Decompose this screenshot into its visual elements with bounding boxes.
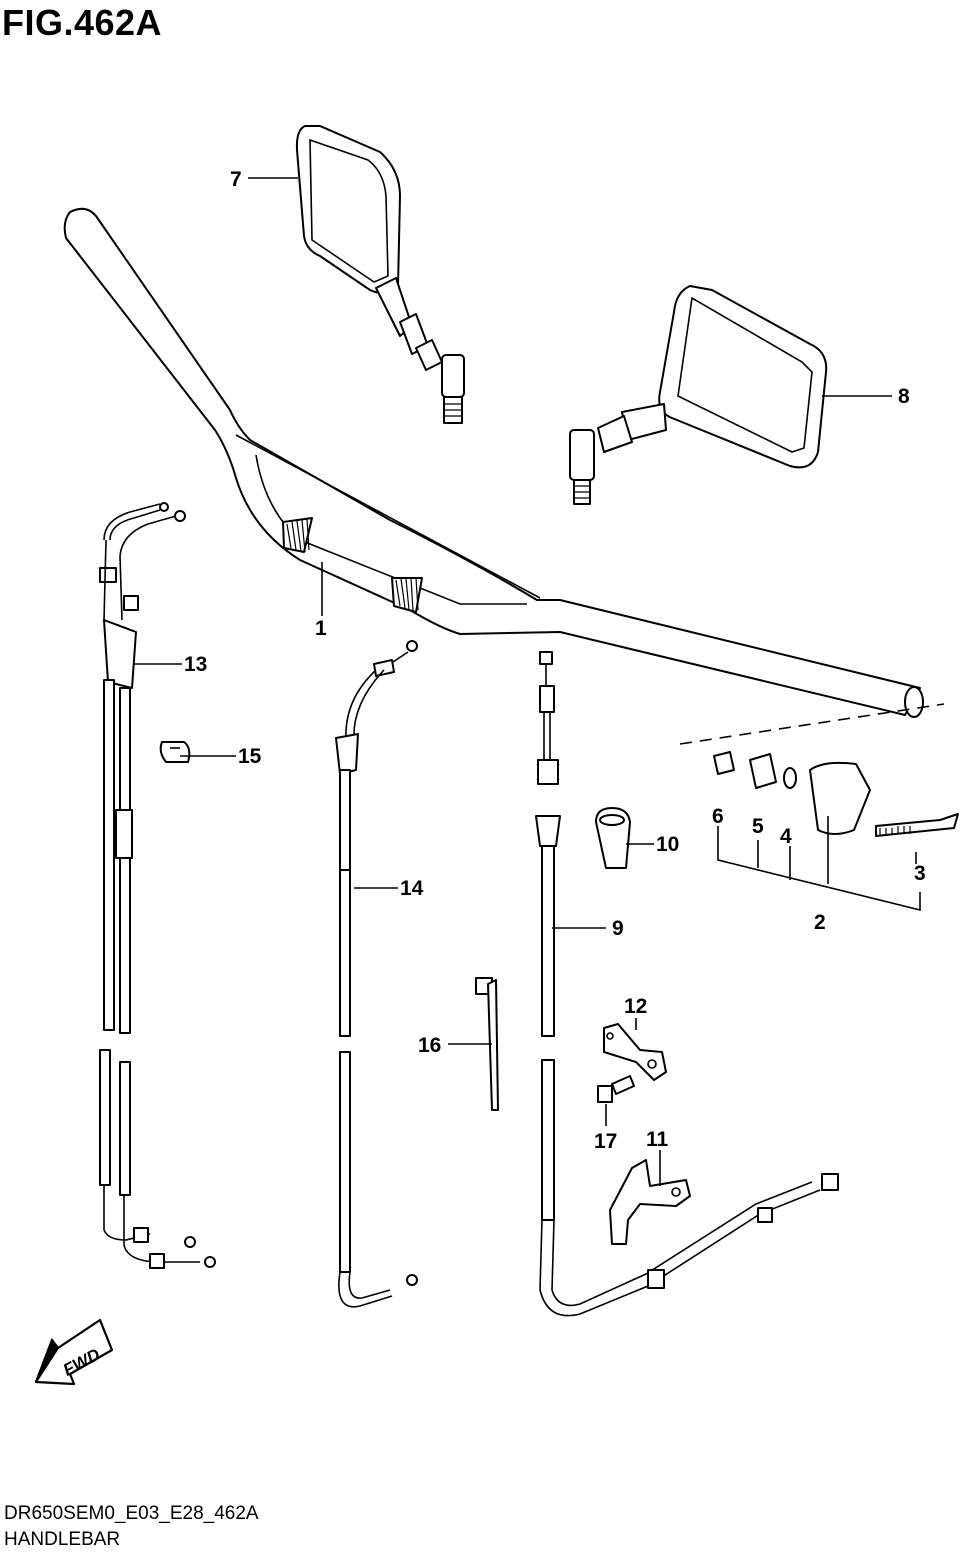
callout-7: 7 <box>230 168 242 191</box>
callout-9: 9 <box>612 917 624 940</box>
bracket-11-part[interactable] <box>609 1159 691 1245</box>
figure-name: HANDLEBAR <box>4 1529 121 1550</box>
throttle-cable-part[interactable] <box>99 502 216 1269</box>
bar-end-weight-assembly[interactable] <box>679 703 959 912</box>
bolt-17-part[interactable] <box>597 1075 635 1103</box>
choke-cable-part[interactable] <box>335 640 418 1308</box>
callout-11: 11 <box>646 1128 669 1151</box>
callout-10: 10 <box>656 833 679 856</box>
callout-12: 12 <box>624 995 647 1018</box>
cable-tie-part[interactable] <box>475 977 499 1111</box>
callout-2: 2 <box>814 911 826 934</box>
callout-5: 5 <box>752 815 764 838</box>
callout-8: 8 <box>898 385 910 408</box>
callout-13: 13 <box>184 653 207 676</box>
callout-15: 15 <box>238 745 262 768</box>
left-mirror-part[interactable] <box>295 125 465 424</box>
clutch-cable-part[interactable] <box>535 651 839 1317</box>
callout-4: 4 <box>780 825 792 848</box>
handlebar-part[interactable] <box>63 207 924 718</box>
grip-knurl-left <box>282 517 313 553</box>
figure-title: FIG.462A <box>2 2 163 43</box>
callout-6: 6 <box>712 805 724 828</box>
fwd-arrow: FWD <box>34 1318 114 1386</box>
leader-lines <box>134 177 892 1186</box>
right-mirror-part[interactable] <box>569 285 828 505</box>
callout-1: 1 <box>315 617 327 640</box>
model-code: DR650SEM0_E03_E28_462A <box>4 1503 259 1524</box>
bracket-12-part[interactable] <box>603 1023 667 1081</box>
cable-clip-part[interactable] <box>159 741 191 763</box>
callout-3: 3 <box>914 862 926 885</box>
grip-part[interactable] <box>595 807 631 869</box>
callout-16: 16 <box>418 1034 441 1057</box>
grip-knurl-right <box>391 577 423 613</box>
callout-17: 17 <box>594 1130 617 1153</box>
callout-14: 14 <box>400 877 424 900</box>
